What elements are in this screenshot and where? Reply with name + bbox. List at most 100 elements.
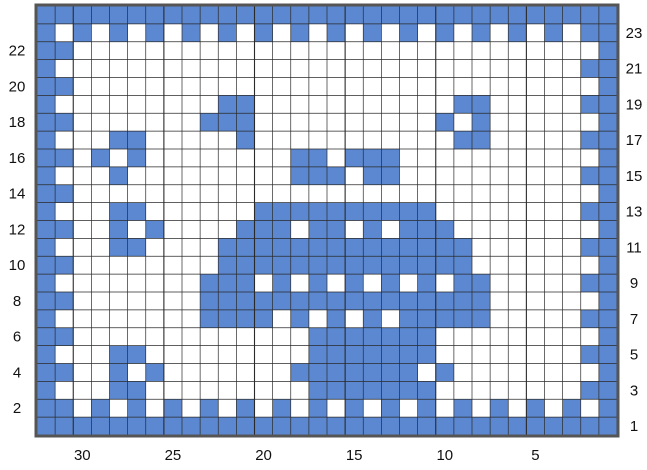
empty-stitch-cell (91, 221, 109, 239)
row-label-left: 2 (13, 400, 21, 417)
filled-stitch-cell (345, 346, 363, 364)
filled-stitch-cell (73, 417, 91, 435)
empty-stitch-cell (128, 113, 146, 131)
filled-stitch-cell (255, 24, 273, 42)
empty-stitch-cell (164, 256, 182, 274)
empty-stitch-cell (436, 399, 454, 417)
empty-stitch-cell (255, 185, 273, 203)
empty-stitch-cell (472, 149, 490, 167)
filled-stitch-cell (381, 399, 399, 417)
filled-stitch-cell (273, 6, 291, 24)
empty-stitch-cell (91, 274, 109, 292)
row-label-left: 18 (9, 114, 26, 131)
empty-stitch-cell (291, 113, 309, 131)
filled-stitch-cell (273, 221, 291, 239)
empty-stitch-cell (436, 381, 454, 399)
empty-stitch-cell (526, 256, 544, 274)
empty-stitch-cell (309, 131, 327, 149)
filled-stitch-cell (37, 42, 55, 60)
empty-stitch-cell (291, 274, 309, 292)
filled-stitch-cell (345, 417, 363, 435)
empty-stitch-cell (73, 185, 91, 203)
filled-stitch-cell (381, 364, 399, 382)
empty-stitch-cell (381, 185, 399, 203)
filled-stitch-cell (418, 203, 436, 221)
filled-stitch-cell (110, 131, 128, 149)
empty-stitch-cell (327, 95, 345, 113)
empty-stitch-cell (236, 167, 254, 185)
filled-stitch-cell (418, 238, 436, 256)
filled-stitch-cell (255, 221, 273, 239)
filled-stitch-cell (490, 6, 508, 24)
empty-stitch-cell (236, 381, 254, 399)
empty-stitch-cell (327, 42, 345, 60)
empty-stitch-cell (400, 42, 418, 60)
empty-stitch-cell (182, 292, 200, 310)
empty-stitch-cell (182, 221, 200, 239)
empty-stitch-cell (309, 310, 327, 328)
empty-stitch-cell (345, 185, 363, 203)
empty-stitch-cell (508, 238, 526, 256)
empty-stitch-cell (164, 167, 182, 185)
empty-stitch-cell (508, 203, 526, 221)
filled-stitch-cell (55, 6, 73, 24)
empty-stitch-cell (73, 346, 91, 364)
filled-stitch-cell (363, 364, 381, 382)
empty-stitch-cell (291, 60, 309, 78)
empty-stitch-cell (563, 185, 581, 203)
filled-stitch-cell (472, 310, 490, 328)
empty-stitch-cell (110, 310, 128, 328)
filled-stitch-cell (436, 256, 454, 274)
empty-stitch-cell (454, 221, 472, 239)
empty-stitch-cell (110, 42, 128, 60)
filled-stitch-cell (55, 399, 73, 417)
empty-stitch-cell (110, 274, 128, 292)
filled-stitch-cell (581, 381, 599, 399)
empty-stitch-cell (218, 328, 236, 346)
empty-stitch-cell (73, 238, 91, 256)
filled-stitch-cell (472, 274, 490, 292)
empty-stitch-cell (309, 113, 327, 131)
empty-stitch-cell (91, 131, 109, 149)
empty-stitch-cell (526, 95, 544, 113)
empty-stitch-cell (400, 60, 418, 78)
empty-stitch-cell (345, 24, 363, 42)
empty-stitch-cell (345, 113, 363, 131)
empty-stitch-cell (91, 60, 109, 78)
empty-stitch-cell (128, 42, 146, 60)
empty-stitch-cell (73, 256, 91, 274)
empty-stitch-cell (273, 328, 291, 346)
filled-stitch-cell (400, 203, 418, 221)
empty-stitch-cell (490, 381, 508, 399)
x-tick-label: 20 (255, 447, 272, 464)
filled-stitch-cell (218, 238, 236, 256)
filled-stitch-cell (255, 203, 273, 221)
row-label-right: 7 (630, 311, 638, 328)
empty-stitch-cell (255, 381, 273, 399)
filled-stitch-cell (599, 221, 617, 239)
filled-stitch-cell (146, 24, 164, 42)
filled-stitch-cell (599, 78, 617, 96)
empty-stitch-cell (91, 95, 109, 113)
empty-stitch-cell (110, 78, 128, 96)
empty-stitch-cell (327, 60, 345, 78)
empty-stitch-cell (200, 24, 218, 42)
filled-stitch-cell (255, 6, 273, 24)
filled-stitch-cell (400, 346, 418, 364)
empty-stitch-cell (128, 78, 146, 96)
empty-stitch-cell (236, 203, 254, 221)
empty-stitch-cell (381, 24, 399, 42)
filled-stitch-cell (255, 238, 273, 256)
empty-stitch-cell (91, 24, 109, 42)
filled-stitch-cell (236, 292, 254, 310)
filled-stitch-cell (418, 417, 436, 435)
filled-stitch-cell (400, 328, 418, 346)
empty-stitch-cell (291, 95, 309, 113)
filled-stitch-cell (436, 24, 454, 42)
empty-stitch-cell (182, 167, 200, 185)
empty-stitch-cell (291, 399, 309, 417)
filled-stitch-cell (381, 149, 399, 167)
empty-stitch-cell (581, 399, 599, 417)
x-tick-label: 25 (165, 447, 182, 464)
